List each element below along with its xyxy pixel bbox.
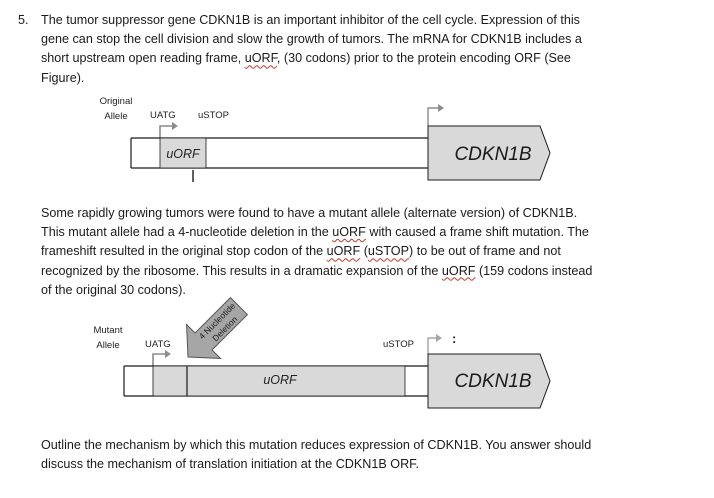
original-gene-text: CDKN1B bbox=[454, 144, 531, 165]
deletion-label-2: Deletion bbox=[210, 314, 239, 343]
question-number: 5. bbox=[18, 13, 29, 27]
mutant-ustop-arrow-icon bbox=[427, 334, 442, 354]
middle-line-4: recognized by the ribosome. This results… bbox=[41, 263, 593, 278]
final-line-2: discuss the mechanism of translation ini… bbox=[41, 457, 419, 472]
intro-line-2: gene can stop the cell division and slow… bbox=[41, 32, 582, 47]
mutant-uorf-text: uORF bbox=[263, 373, 298, 387]
intro-paragraph: The tumor suppressor gene CDKN1B is an i… bbox=[41, 11, 582, 88]
original-cdkn1b-start-arrow-icon bbox=[427, 104, 444, 126]
middle-line-5: of the original 30 codons). bbox=[41, 282, 186, 297]
middle-paragraph: Some rapidly growing tumors were found t… bbox=[41, 204, 592, 300]
middle-line-1: Some rapidly growing tumors were found t… bbox=[41, 206, 578, 220]
original-uatg-arrow-icon bbox=[159, 122, 178, 138]
intro-line-3: short upstream open reading frame, uORF,… bbox=[41, 51, 571, 66]
mutant-uatg-arrow-icon bbox=[152, 350, 171, 366]
intro-line-4: Figure). bbox=[41, 70, 85, 85]
original-uorf-box bbox=[159, 137, 207, 169]
original-backbone bbox=[130, 137, 428, 169]
mutant-cdkn1b-gene-arrow bbox=[427, 353, 551, 409]
original-uatg-label: UATG bbox=[150, 110, 176, 121]
mutant-allele-label: Mutant Allele bbox=[93, 325, 123, 351]
mutant-colon-mark: : bbox=[452, 331, 456, 346]
middle-line-3: frameshift resulted in the original stop… bbox=[41, 244, 561, 259]
intro-line-1: The tumor suppressor gene CDKN1B is an i… bbox=[41, 13, 580, 27]
final-line-1: Outline the mechanism by which this muta… bbox=[41, 438, 592, 452]
original-cdkn1b-gene-arrow bbox=[427, 125, 551, 181]
deletion-label-1: 4 Nucleotide bbox=[197, 301, 238, 342]
original-ustop-label: uSTOP bbox=[198, 110, 229, 121]
spellcheck-word: uORF bbox=[244, 51, 277, 66]
deletion-arrow-icon: 4 Nucleotide Deletion bbox=[186, 296, 249, 359]
mutant-ustop-label: uSTOP bbox=[383, 339, 414, 350]
mutant-backbone bbox=[123, 365, 428, 397]
middle-line-2: This mutant allele had a 4-nucleotide de… bbox=[41, 225, 589, 240]
final-paragraph: Outline the mechanism by which this muta… bbox=[41, 436, 591, 474]
mutant-uorf-box bbox=[152, 365, 406, 397]
mutant-gene-text: CDKN1B bbox=[454, 371, 531, 392]
mutant-uatg-label: UATG bbox=[145, 339, 171, 350]
original-uorf-text: uORF bbox=[166, 147, 201, 161]
original-allele-label: Original Allele bbox=[99, 96, 133, 122]
